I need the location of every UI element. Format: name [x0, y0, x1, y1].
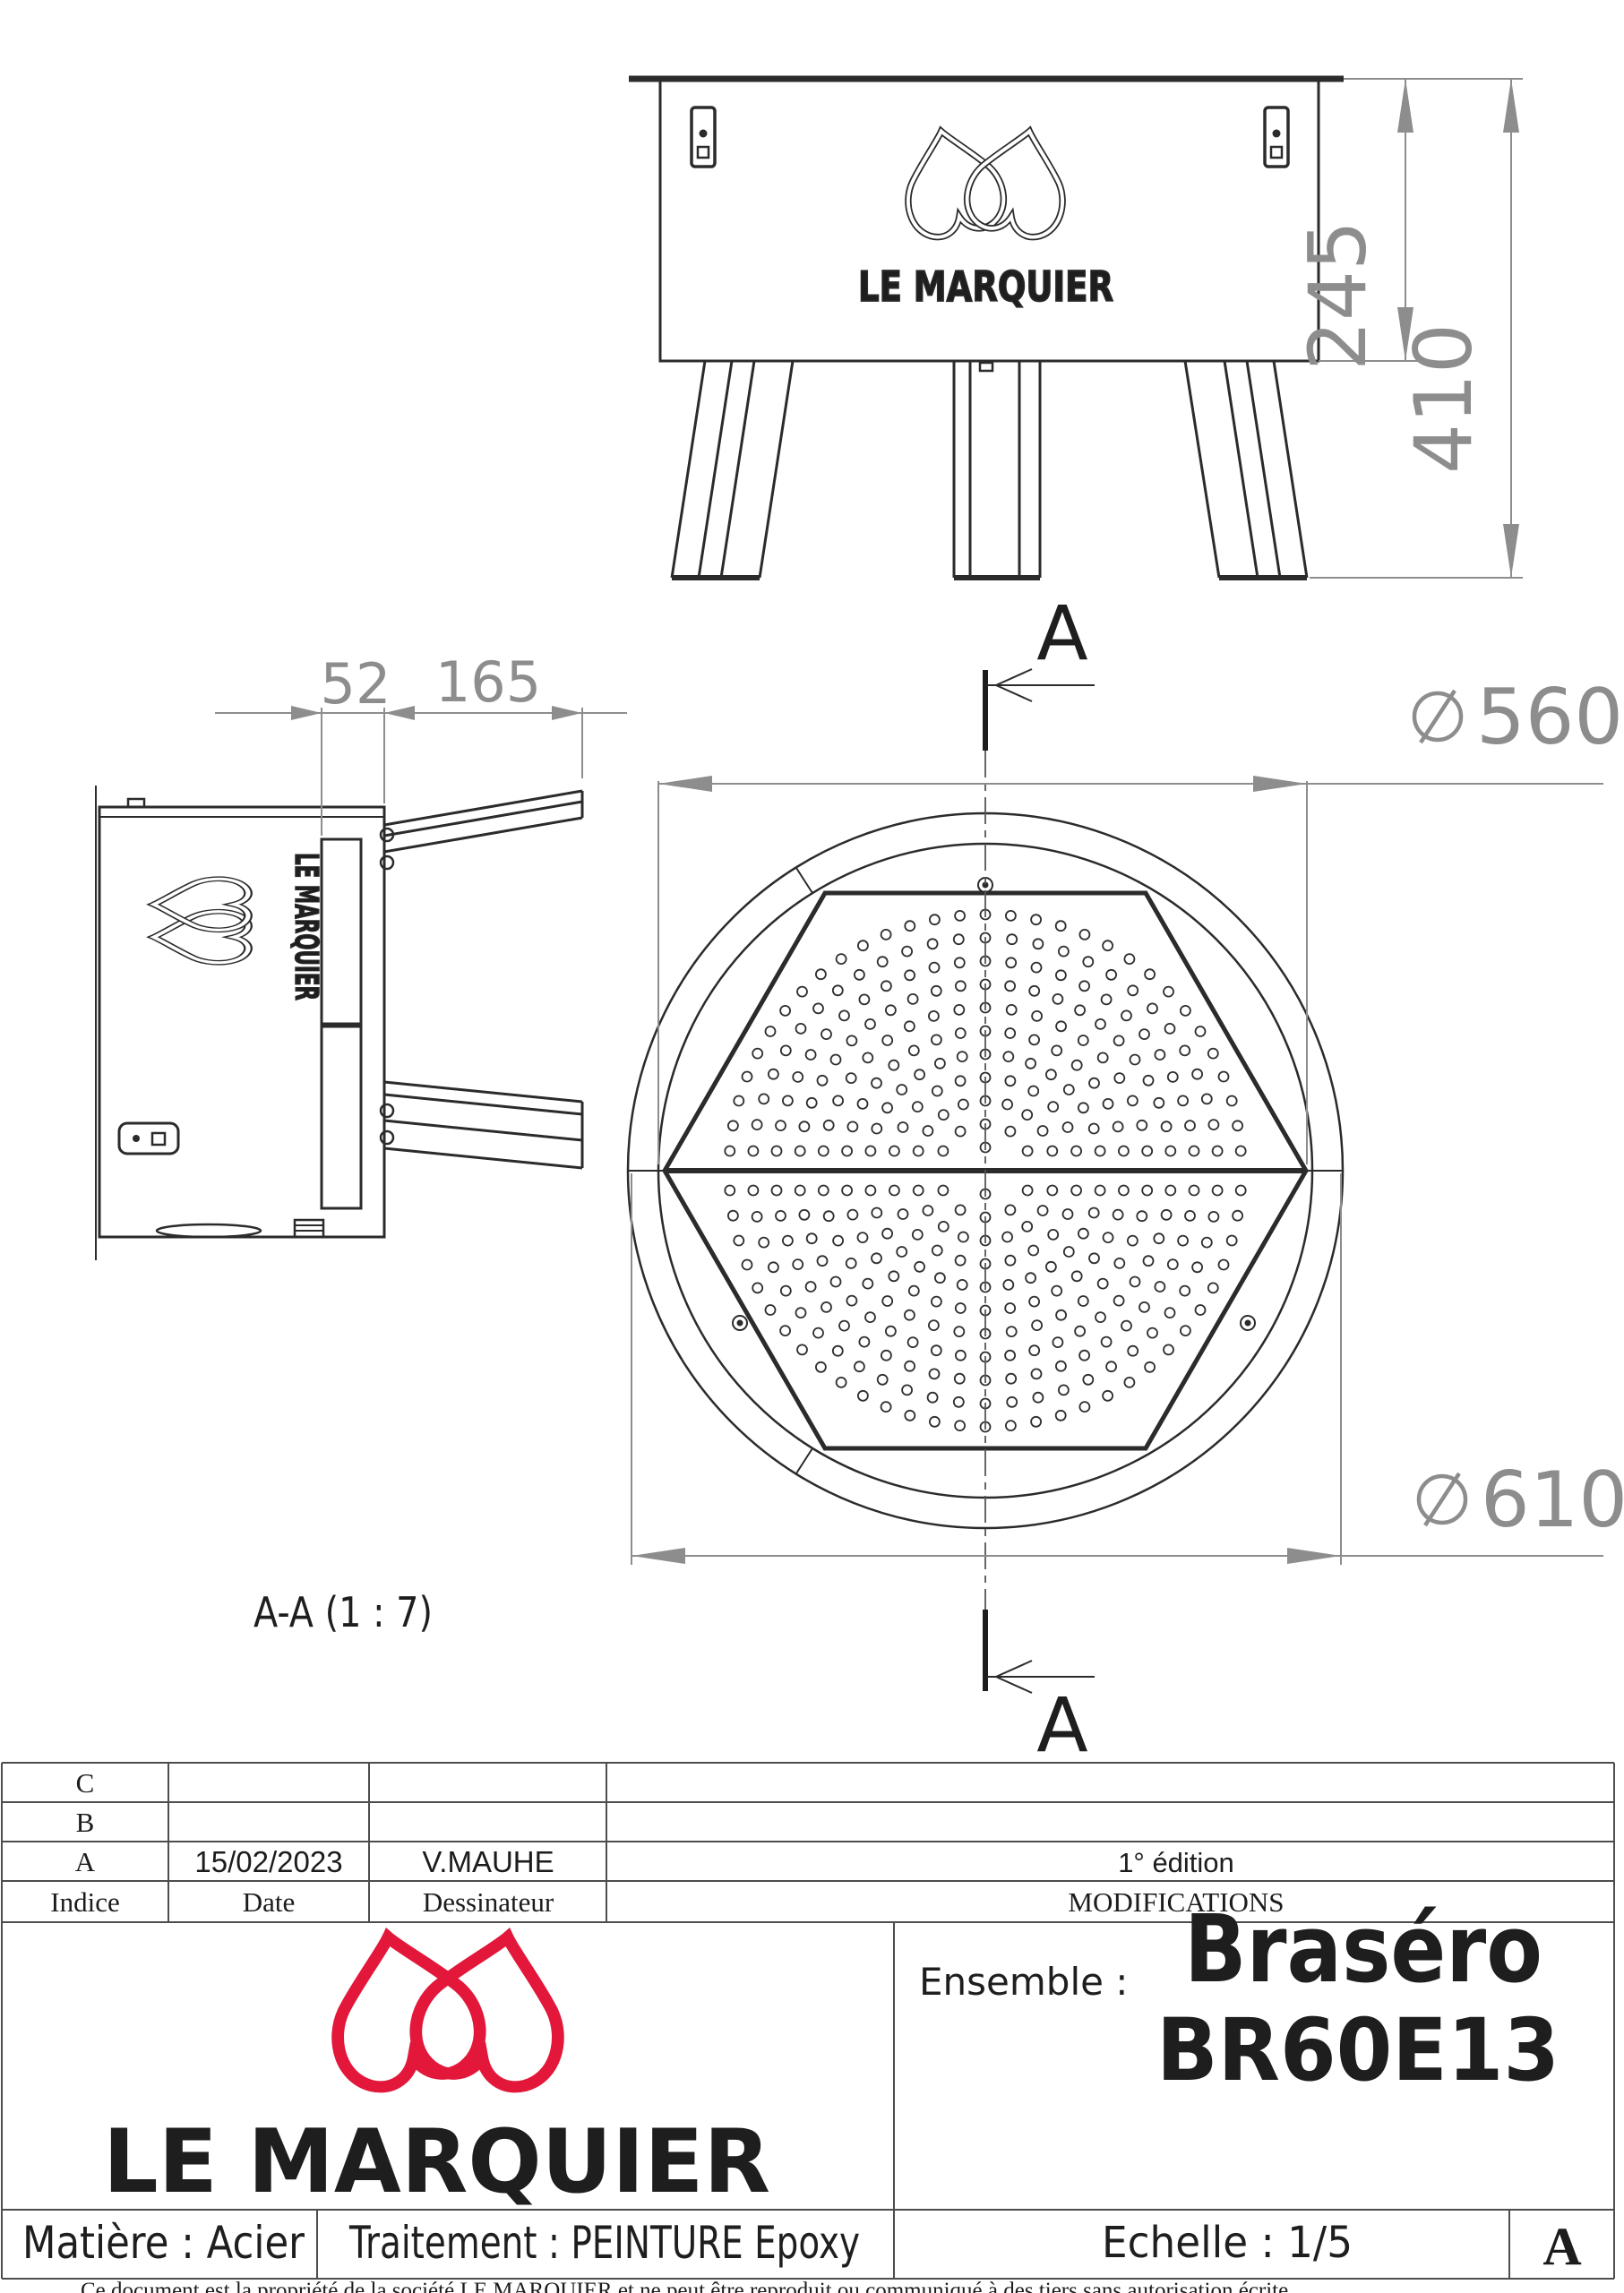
svg-text:A: A	[75, 1846, 96, 1877]
front-dimensions: 245 410	[1292, 78, 1523, 579]
top-view: A A 560 610	[626, 589, 1624, 1769]
svg-text:15/02/2023: 15/02/2023	[194, 1845, 342, 1878]
traitement: Traitement : PEINTURE Epoxy	[348, 2217, 860, 2269]
le-marquier-logo-side: LE MARQUIER	[154, 852, 325, 1001]
dim-diameter-560: 560	[657, 673, 1623, 1164]
logo-text-side: LE MARQUIER	[288, 853, 324, 1001]
svg-text:B: B	[76, 1807, 95, 1838]
le-marquier-logo-engraved: LE MARQUIER	[857, 121, 1114, 312]
dim-165: 165	[435, 649, 541, 715]
section-letter-top: A	[1036, 589, 1087, 677]
svg-text:V.MAUHE: V.MAUHE	[422, 1845, 554, 1878]
section-label: A-A (1 : 7)	[253, 1588, 433, 1636]
svg-text:Indice: Indice	[50, 1886, 119, 1918]
front-legs	[670, 360, 1309, 580]
logo-text-engraved: LE MARQUIER	[858, 262, 1113, 311]
svg-text:Date: Date	[243, 1886, 296, 1918]
ash-pan-edge	[155, 1223, 262, 1239]
side-dimensions: 52 165	[215, 649, 627, 836]
title-block: C B A 15/02/2023 V.MAUHE 1° édition Indi…	[1, 1762, 1615, 2280]
dim-diameter-610: 610	[631, 1173, 1624, 1565]
perforation-holes	[724, 908, 1247, 1433]
echelle: Echelle : 1/5	[1102, 2218, 1353, 2268]
dim-410: 410	[1397, 323, 1490, 474]
svg-text:1° édition: 1° édition	[1118, 1847, 1234, 1878]
lid-bracket-left	[690, 106, 717, 168]
svg-text:C: C	[76, 1767, 95, 1799]
logo-text-red: LE MARQUIER	[103, 2111, 770, 2213]
svg-text:MODIFICATIONS: MODIFICATIONS	[1068, 1886, 1284, 1918]
dim-245: 245	[1292, 220, 1384, 371]
current-indice: A	[1542, 2217, 1581, 2276]
plate-screws	[732, 877, 1256, 1331]
grate-section	[293, 1218, 325, 1239]
dim-52: 52	[321, 651, 391, 717]
svg-text:560: 560	[1476, 673, 1623, 762]
footer-note: Ce document est la propriété de la socié…	[81, 2279, 1293, 2293]
ensemble-label: Ensemble :	[919, 1960, 1128, 2004]
matiere: Matière : Acier	[22, 2217, 305, 2269]
svg-text:610: 610	[1481, 1456, 1624, 1545]
product-line2: BR60E13	[1156, 2000, 1560, 2100]
lid-bracket-right	[1263, 106, 1290, 168]
le-marquier-logo-red: LE MARQUIER	[103, 1922, 770, 2213]
svg-text:Dessinateur: Dessinateur	[423, 1886, 554, 1918]
revision-table: C B A 15/02/2023 V.MAUHE 1° édition Indi…	[50, 1767, 1284, 1918]
front-view: LE MARQUIER	[629, 75, 1523, 580]
side-handle	[117, 1121, 180, 1155]
product-line1: Braséro	[1184, 1894, 1542, 2004]
section-cut-marker-top: A	[983, 589, 1095, 751]
section-cut-marker-bottom: A	[983, 1610, 1095, 1769]
side-legs	[379, 789, 584, 1170]
section-letter-bottom: A	[1036, 1681, 1087, 1769]
side-section-view: LE MARQUIER	[95, 649, 627, 1636]
